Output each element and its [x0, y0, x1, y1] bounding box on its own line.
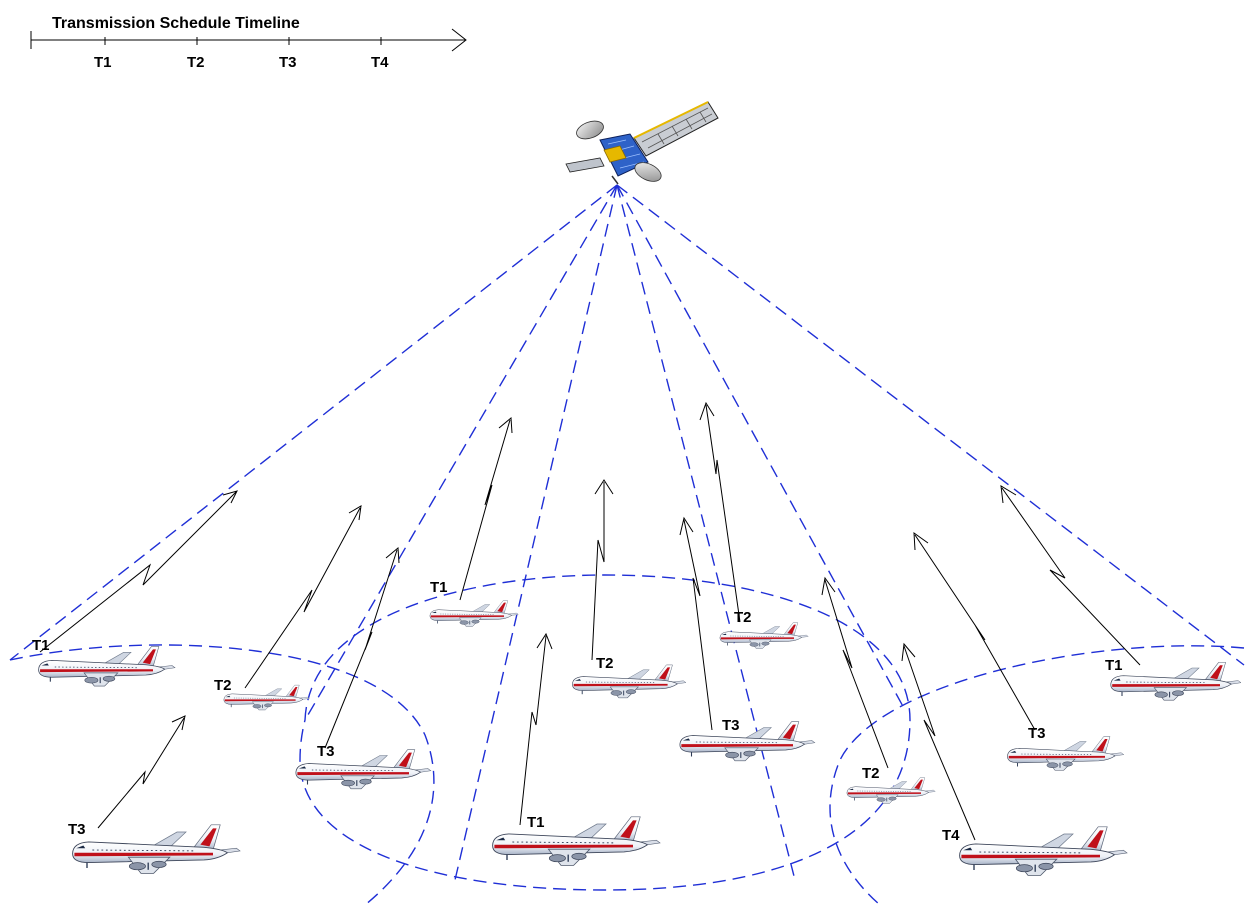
aircraft-label: T1	[527, 814, 545, 831]
airplane-icon	[846, 777, 936, 804]
aircraft-label: T3	[68, 821, 86, 838]
airplane-icon	[1007, 736, 1125, 771]
aircraft-label: T3	[317, 743, 335, 760]
airplane-icon	[429, 600, 519, 627]
airplane-icon	[719, 622, 809, 649]
beam-outer-right	[616, 184, 1245, 666]
beam-inner-right-b	[616, 184, 906, 711]
beam-footprint-left	[9, 644, 435, 905]
aircraft-label: T1	[1105, 657, 1123, 674]
uplink-arrows	[39, 401, 1141, 841]
beam-inner-left-a	[304, 184, 618, 721]
aircraft-label: T1	[32, 637, 50, 654]
beam-footprint-right	[829, 645, 1245, 905]
beam-inner-right-a	[616, 184, 796, 881]
timeline-tick-label-4: T4	[371, 54, 389, 71]
uplink-arrow	[699, 401, 741, 623]
airplane-icon	[1110, 661, 1242, 701]
timeline-title: Transmission Schedule Timeline	[52, 15, 300, 32]
uplink-arrow	[913, 531, 1036, 731]
timeline-tick-label-1: T1	[94, 54, 112, 71]
uplink-arrow	[459, 416, 513, 601]
aircraft-label: T3	[722, 717, 740, 734]
satellite-icon	[565, 101, 719, 185]
beam-outer-left	[9, 184, 618, 661]
uplink-arrow	[821, 576, 889, 769]
aircraft-label: T2	[596, 655, 614, 672]
uplink-arrow	[39, 490, 238, 653]
uplink-arrow	[324, 546, 400, 749]
uplink-arrow	[244, 505, 362, 689]
uplink-arrow	[901, 642, 976, 841]
aircraft-label: T3	[1028, 725, 1046, 742]
timeline-tick-label-3: T3	[279, 54, 297, 71]
uplink-arrow	[519, 632, 553, 826]
uplink-arrow	[679, 516, 713, 731]
aircraft-label: T1	[430, 579, 448, 596]
airplane-icon	[223, 684, 310, 711]
aircraft-label: T2	[734, 609, 752, 626]
airplane-icon	[679, 721, 816, 762]
airplane-icon	[491, 816, 661, 867]
uplink-arrow	[591, 479, 614, 661]
uplink-arrow	[1000, 485, 1141, 666]
timeline-arrowhead	[451, 28, 467, 52]
beam-footprint-center	[299, 574, 911, 891]
timeline-tick-label-2: T2	[187, 54, 205, 71]
aircraft-fleet	[38, 600, 1242, 877]
transmission-timeline: Transmission Schedule Timeline T1 T2 T3 …	[30, 15, 467, 71]
airplane-icon	[571, 664, 687, 699]
airplane-icon	[71, 824, 241, 875]
airplane-icon	[38, 645, 176, 687]
aircraft-label: T2	[862, 765, 880, 782]
airplane-icon	[958, 826, 1128, 877]
uplink-arrow	[97, 715, 186, 829]
aircraft-labels: T1 T2 T3 T1 T2 T3 T1 T2 T3 T2 T4 T3 T1	[32, 579, 1123, 844]
aircraft-label: T4	[942, 827, 960, 844]
aircraft-label: T2	[214, 677, 232, 694]
satellite-beams	[9, 184, 1245, 905]
